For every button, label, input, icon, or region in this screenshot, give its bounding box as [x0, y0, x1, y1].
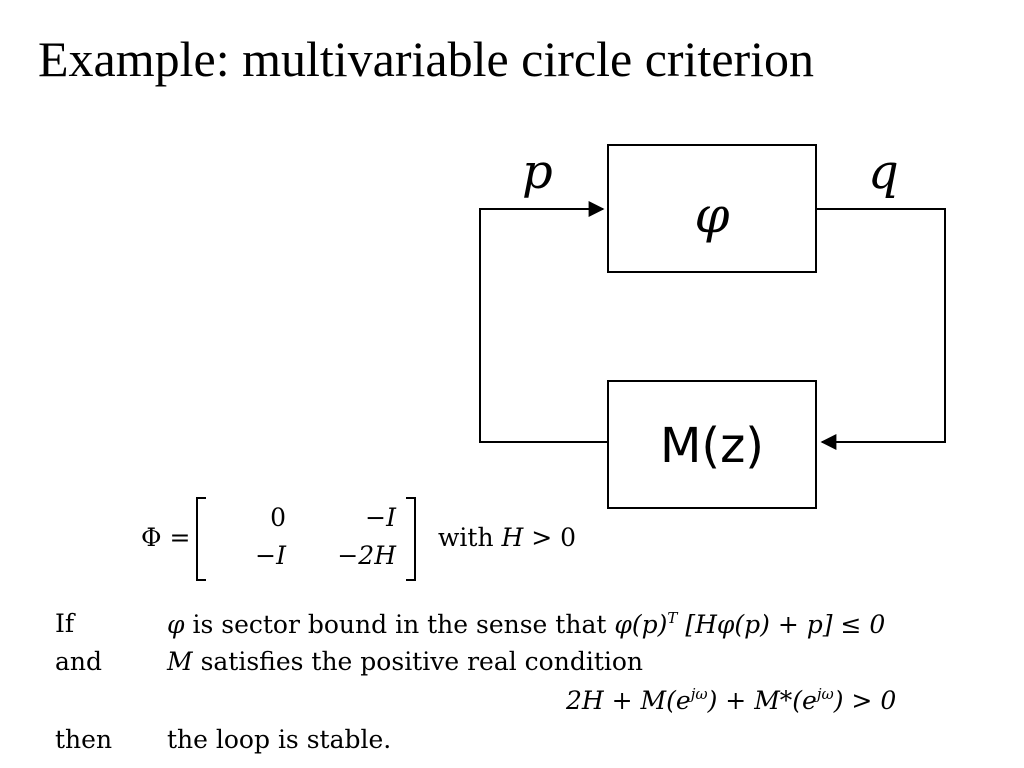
phi-lhs: Φ = [141, 523, 191, 552]
if-expr-1: φ(p) [614, 610, 668, 639]
and-statement: M satisfies the positive real condition [167, 649, 643, 674]
then-keyword: then [55, 725, 113, 754]
and-keyword: and [55, 647, 103, 676]
with-word: with [438, 523, 494, 552]
if-symbol: φ [167, 610, 185, 639]
if-expr-2: [Hφ(p) + p] ≤ 0 [685, 610, 886, 639]
if-text: is sector bound in the sense that [192, 610, 607, 639]
pr-part-1: 2H + M(e [566, 686, 691, 715]
m-block [607, 380, 817, 509]
m-block-label: M(z) [660, 418, 764, 474]
positive-real-condition: 2H + M(ejω) + M*(ejω) > 0 [566, 685, 897, 715]
pr-superscript-1: jω [690, 685, 708, 703]
slide-title: Example: multivariable circle criterion [38, 31, 815, 87]
then-statement: the loop is stable. [167, 725, 392, 754]
condition-rest: > 0 [531, 523, 577, 552]
phi-block [607, 144, 817, 273]
matrix-right-bracket [406, 497, 416, 581]
q-output-wire [817, 208, 946, 450]
matrix-cell-22: −2H [337, 541, 396, 570]
matrix-cell-11: 0 [270, 503, 286, 532]
matrix-left-bracket [196, 497, 206, 581]
and-text: satisfies the positive real condition [200, 647, 644, 676]
matrix-cell-12: −I [365, 503, 396, 532]
pr-part-3: ) > 0 [833, 686, 897, 715]
matrix-cell-21: −I [255, 541, 286, 570]
signal-p-label: p [522, 144, 553, 200]
p-input-wire [479, 201, 607, 443]
signal-q-label: q [868, 144, 899, 200]
if-expr-superscript: T [667, 609, 678, 627]
phi-matrix: 0 −I −I −2H [196, 497, 416, 581]
phi-block-label: φ [694, 186, 729, 244]
if-keyword: If [55, 609, 75, 638]
pr-superscript-2: jω [816, 685, 834, 703]
condition-var: H [501, 523, 524, 552]
phi-condition: with H > 0 [438, 525, 576, 550]
if-statement: φ is sector bound in the sense that φ(p)… [167, 609, 886, 639]
and-symbol: M [167, 647, 193, 676]
pr-part-2: ) + M*(e [707, 686, 817, 715]
